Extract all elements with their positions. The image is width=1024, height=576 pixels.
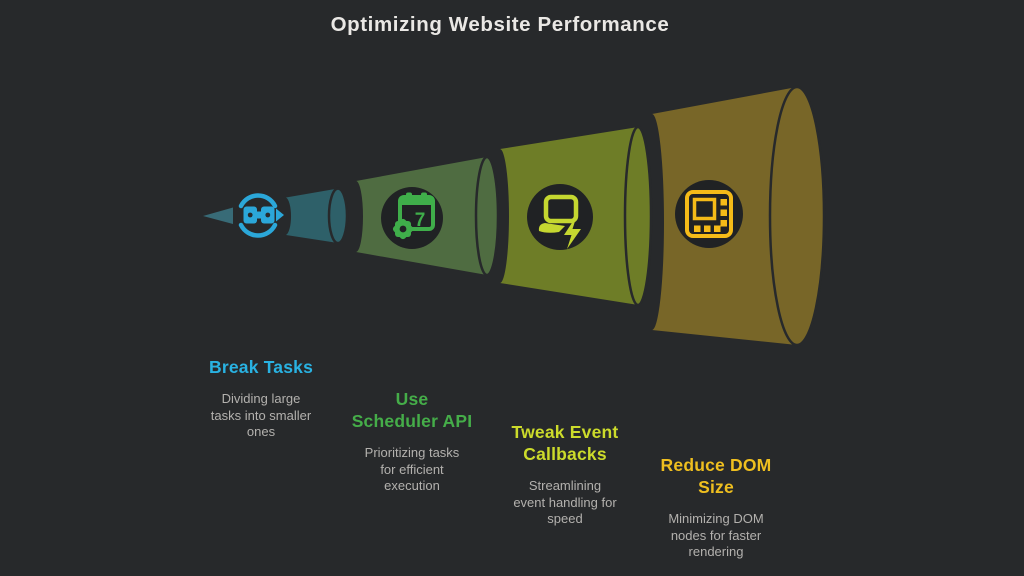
lightning-bolt-icon xyxy=(564,215,581,249)
funnel-segment-break-tasks-cap xyxy=(327,187,349,245)
dom-grid-icon xyxy=(675,180,743,248)
chain-link-left-hole xyxy=(247,212,253,218)
label-block-break-tasks: Break Tasks Dividing large tasks into sm… xyxy=(176,356,346,441)
split-arrow-icon xyxy=(276,208,284,222)
gear-hole xyxy=(399,225,407,233)
event-callbacks-icon xyxy=(527,184,593,250)
dom-node-bottom-3 xyxy=(714,225,721,232)
segment-description: Dividing large tasks into smaller ones xyxy=(210,391,312,439)
dom-node-right-3 xyxy=(720,220,727,227)
funnel-tip xyxy=(203,207,233,224)
segment-heading: Reduce DOM Size xyxy=(660,455,772,497)
dom-main-block xyxy=(692,197,717,221)
dom-node-bottom-1 xyxy=(694,225,701,232)
gear-icon xyxy=(392,218,414,240)
dom-outer-frame xyxy=(685,190,733,238)
funnel-segment-dom-size-cap xyxy=(768,85,826,347)
segment-heading: Tweak Event Callbacks xyxy=(511,422,619,464)
chain-link-connector xyxy=(255,211,263,219)
refresh-arc-top-icon xyxy=(238,193,278,209)
label-block-scheduler: Use Scheduler API Prioritizing tasks for… xyxy=(327,388,497,495)
scheduler-icon: 7 xyxy=(381,187,443,249)
event-callbacks-icon-circle xyxy=(527,184,593,250)
label-block-callbacks: Tweak Event Callbacks Streamlining event… xyxy=(480,421,650,528)
segment-description: Minimizing DOM nodes for faster renderin… xyxy=(668,511,764,559)
funnel-segment-callbacks-cap xyxy=(623,125,653,307)
segment-heading: Use Scheduler API xyxy=(351,389,473,431)
laptop-screen-icon xyxy=(543,194,579,224)
page-title: Optimizing Website Performance xyxy=(330,13,670,36)
dom-node-right-1 xyxy=(720,199,727,206)
calendar-day-number: 7 xyxy=(415,210,426,231)
dom-node-bottom-2 xyxy=(704,225,711,232)
dom-grid-icon-circle xyxy=(675,180,743,248)
segment-heading: Break Tasks xyxy=(208,357,314,377)
segment-description: Streamlining event handling for speed xyxy=(513,478,617,526)
laptop-base-icon xyxy=(538,223,565,233)
label-block-dom-size: Reduce DOM Size Minimizing DOM nodes for… xyxy=(631,454,801,561)
break-tasks-icon xyxy=(238,193,284,238)
dom-node-right-2 xyxy=(720,209,727,216)
funnel-segment-scheduler-cap xyxy=(474,155,500,277)
chain-link-right-hole xyxy=(265,212,271,218)
calendar-header xyxy=(399,196,434,205)
segment-description: Prioritizing tasks for efficient executi… xyxy=(364,445,460,493)
refresh-arc-bottom-icon xyxy=(238,222,278,238)
